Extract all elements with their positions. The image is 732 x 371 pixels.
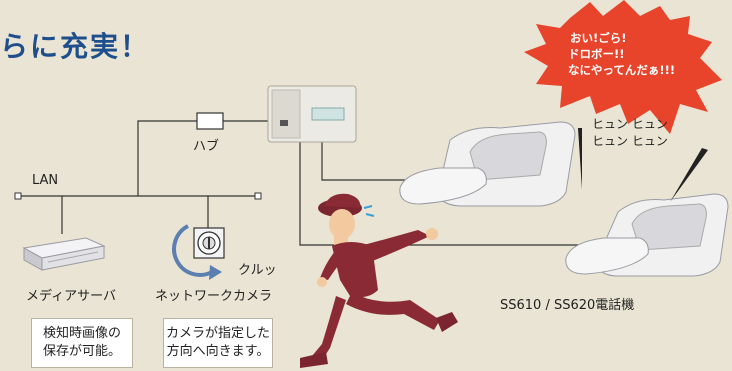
speech-line-1: おい!ごら!	[570, 31, 627, 45]
camera-sound-label: クルッ	[238, 263, 277, 278]
camera-rotation-arrowhead	[209, 265, 222, 280]
hub-icon	[196, 112, 224, 130]
speech-line-2: ドロボー!!	[568, 47, 625, 61]
phone-1-icon	[399, 121, 576, 207]
controller-to-phone2-line	[299, 140, 588, 246]
camera-rotation-arrow	[172, 224, 213, 277]
control-unit-icon	[267, 85, 357, 143]
whoosh-line-1: ヒュン ヒュン	[592, 117, 668, 131]
media-server-icon	[22, 237, 106, 271]
camera-note-line-1: カメラが指定した	[165, 326, 270, 341]
speech-burst-text: おい!ごら! ドロボー!! なにやってんだぁ!!!	[540, 30, 700, 78]
whoosh-line-2: ヒュン ヒュン	[592, 134, 668, 148]
speech-line-3: なにやってんだぁ!!!	[568, 63, 676, 77]
phone-2-icon	[565, 193, 729, 277]
phone-model-label: SS610 / SS620電話機	[500, 298, 635, 313]
media-server-note-line-1: 検知時画像の	[42, 326, 121, 341]
thief-illustration	[300, 193, 458, 368]
controller-to-phone1-line	[321, 140, 445, 181]
page-heading: らに充実！	[0, 30, 151, 63]
whoosh-line-left	[578, 128, 582, 190]
lan-label: LAN	[32, 173, 59, 188]
media-server-note: 検知時画像の 保存が可能。	[31, 318, 133, 368]
hub-label: ハブ	[193, 139, 220, 154]
network-camera-label: ネットワークカメラ	[155, 289, 273, 304]
network-camera-icon	[193, 227, 225, 259]
media-server-note-line-2: 保存が可能。	[42, 344, 121, 359]
hub-left-line	[137, 120, 200, 196]
whoosh-sound: ヒュン ヒュン ヒュン ヒュン	[592, 116, 668, 150]
whoosh-line-right	[670, 148, 708, 202]
speech-burst	[524, 0, 722, 134]
network-lines	[18, 120, 588, 246]
lan-terminal-left	[14, 192, 22, 200]
media-server-label: メディアサーバ	[26, 289, 116, 304]
lan-terminal-right	[254, 192, 262, 200]
camera-note-line-2: 方向へ向きます。	[166, 344, 270, 359]
camera-note: カメラが指定した 方向へ向きます。	[163, 318, 273, 368]
